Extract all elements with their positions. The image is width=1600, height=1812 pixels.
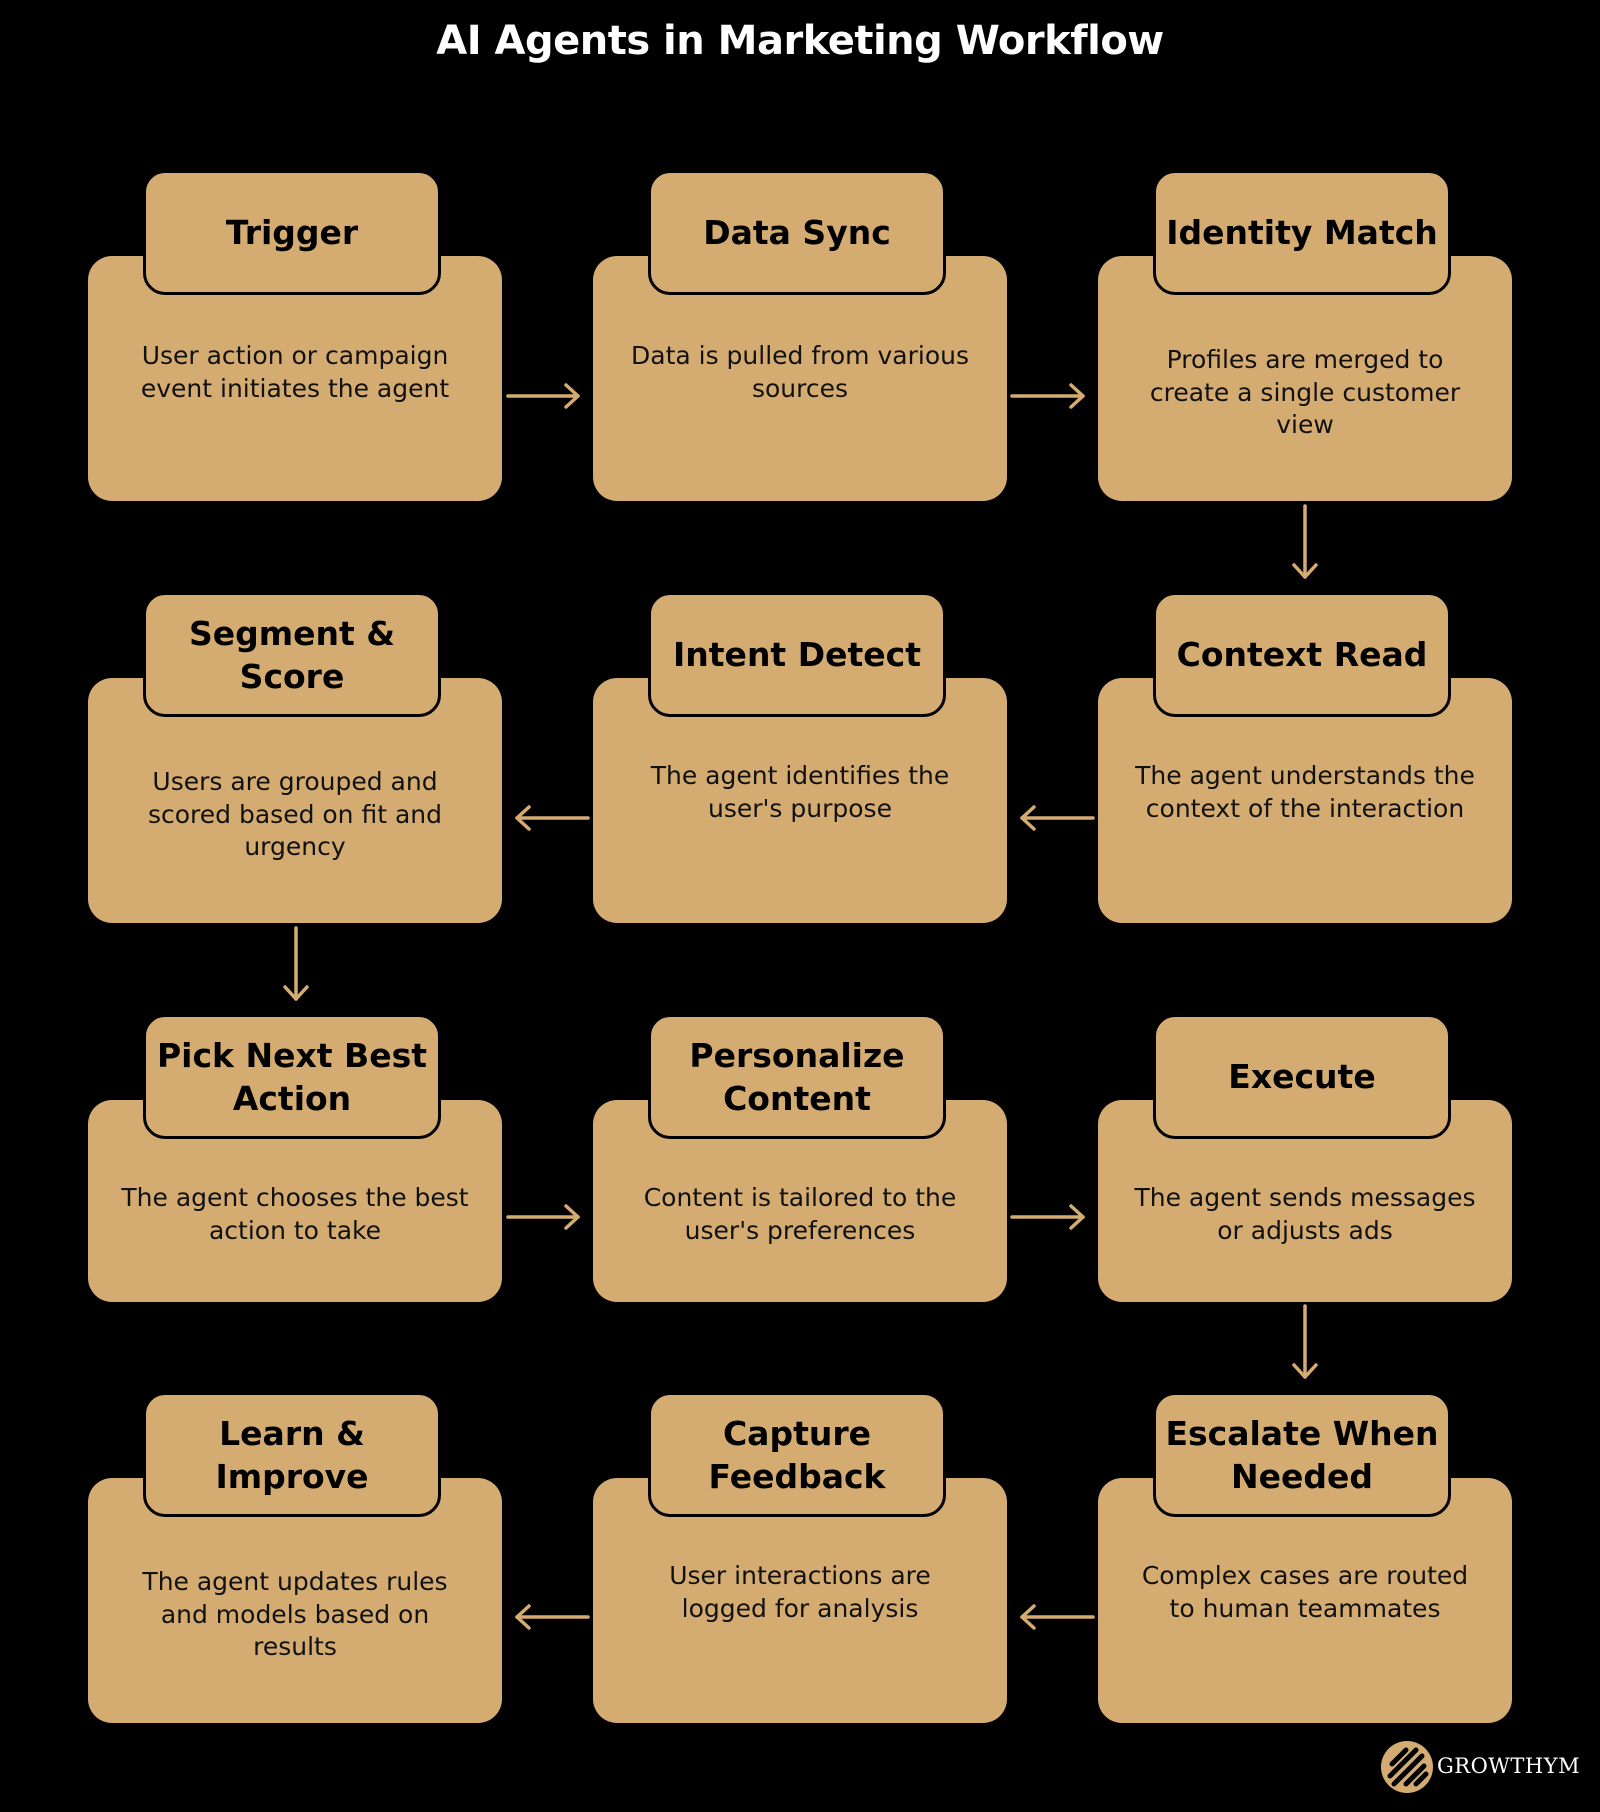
arrow-right-icon: [506, 383, 580, 409]
step-header: Pick Next Best Action: [143, 1014, 441, 1139]
step-description: Data is pulled from various sources: [631, 341, 969, 403]
step-header: Trigger: [143, 170, 441, 295]
step-description: User action or campaign event initiates …: [140, 341, 450, 403]
step-header: Intent Detect: [648, 592, 946, 717]
step-title: Pick Next Best Action: [157, 1035, 427, 1118]
step-description: Content is tailored to the user's prefer…: [643, 1183, 957, 1245]
step-card: [593, 256, 1007, 501]
step-description: The agent understands the context of the…: [1135, 761, 1475, 823]
step-card: [1098, 678, 1512, 923]
arrow-down-icon: [1292, 504, 1318, 579]
step-description: User interactions are logged for analysi…: [669, 1561, 931, 1623]
step-card: [88, 678, 502, 923]
diagram-title: AI Agents in Marketing Workflow: [436, 18, 1164, 64]
step-title: Execute: [1228, 1057, 1376, 1096]
step-description: The agent sends messages or adjusts ads: [1134, 1183, 1476, 1245]
arrow-right-icon: [1010, 383, 1085, 409]
arrow-left-icon: [515, 805, 590, 831]
step-title: Trigger: [225, 213, 359, 252]
step-header: Personalize Content: [648, 1014, 946, 1139]
arrow-down-icon: [1292, 1304, 1318, 1379]
step-header: Escalate When Needed: [1153, 1392, 1451, 1517]
step-title: Segment & Score: [188, 613, 396, 696]
step-description: The agent chooses the best action to tak…: [121, 1183, 469, 1245]
step-card: [88, 256, 502, 501]
step-description: Complex cases are routed to human teamma…: [1141, 1561, 1469, 1623]
step-header: Identity Match: [1153, 170, 1451, 295]
arrow-left-icon: [515, 1604, 590, 1630]
step-header: Segment & Score: [143, 592, 441, 717]
step-card: [88, 1478, 502, 1723]
step-header: Execute: [1153, 1014, 1451, 1139]
step-header: Capture Feedback: [648, 1392, 946, 1517]
arrow-left-icon: [1020, 805, 1095, 831]
growthym-logo-icon: [1381, 1741, 1433, 1793]
step-card: [593, 1478, 1007, 1723]
step-description: Profiles are merged to create a single c…: [1149, 345, 1461, 439]
step-card: [1098, 256, 1512, 501]
arrow-down-icon: [283, 926, 309, 1001]
step-description: The agent updates rules and models based…: [142, 1567, 448, 1661]
step-title: Context Read: [1176, 635, 1428, 674]
step-title: Personalize Content: [689, 1035, 905, 1118]
step-header: Data Sync: [648, 170, 946, 295]
step-title: Capture Feedback: [708, 1413, 886, 1496]
step-header: Context Read: [1153, 592, 1451, 717]
step-title: Intent Detect: [673, 635, 921, 674]
step-title: Escalate When Needed: [1165, 1413, 1439, 1496]
step-card: [593, 678, 1007, 923]
step-title: Identity Match: [1166, 213, 1438, 252]
step-card: [1098, 1478, 1512, 1723]
arrow-right-icon: [1010, 1204, 1085, 1230]
logo-text: GROWTHYM: [1437, 1754, 1581, 1778]
arrow-left-icon: [1020, 1604, 1095, 1630]
step-description: The agent identifies the user's purpose: [650, 761, 950, 823]
step-title: Learn & Improve: [215, 1413, 369, 1496]
step-title: Data Sync: [703, 213, 891, 252]
step-description: Users are grouped and scored based on fi…: [147, 767, 443, 861]
arrow-right-icon: [506, 1204, 580, 1230]
step-header: Learn & Improve: [143, 1392, 441, 1517]
